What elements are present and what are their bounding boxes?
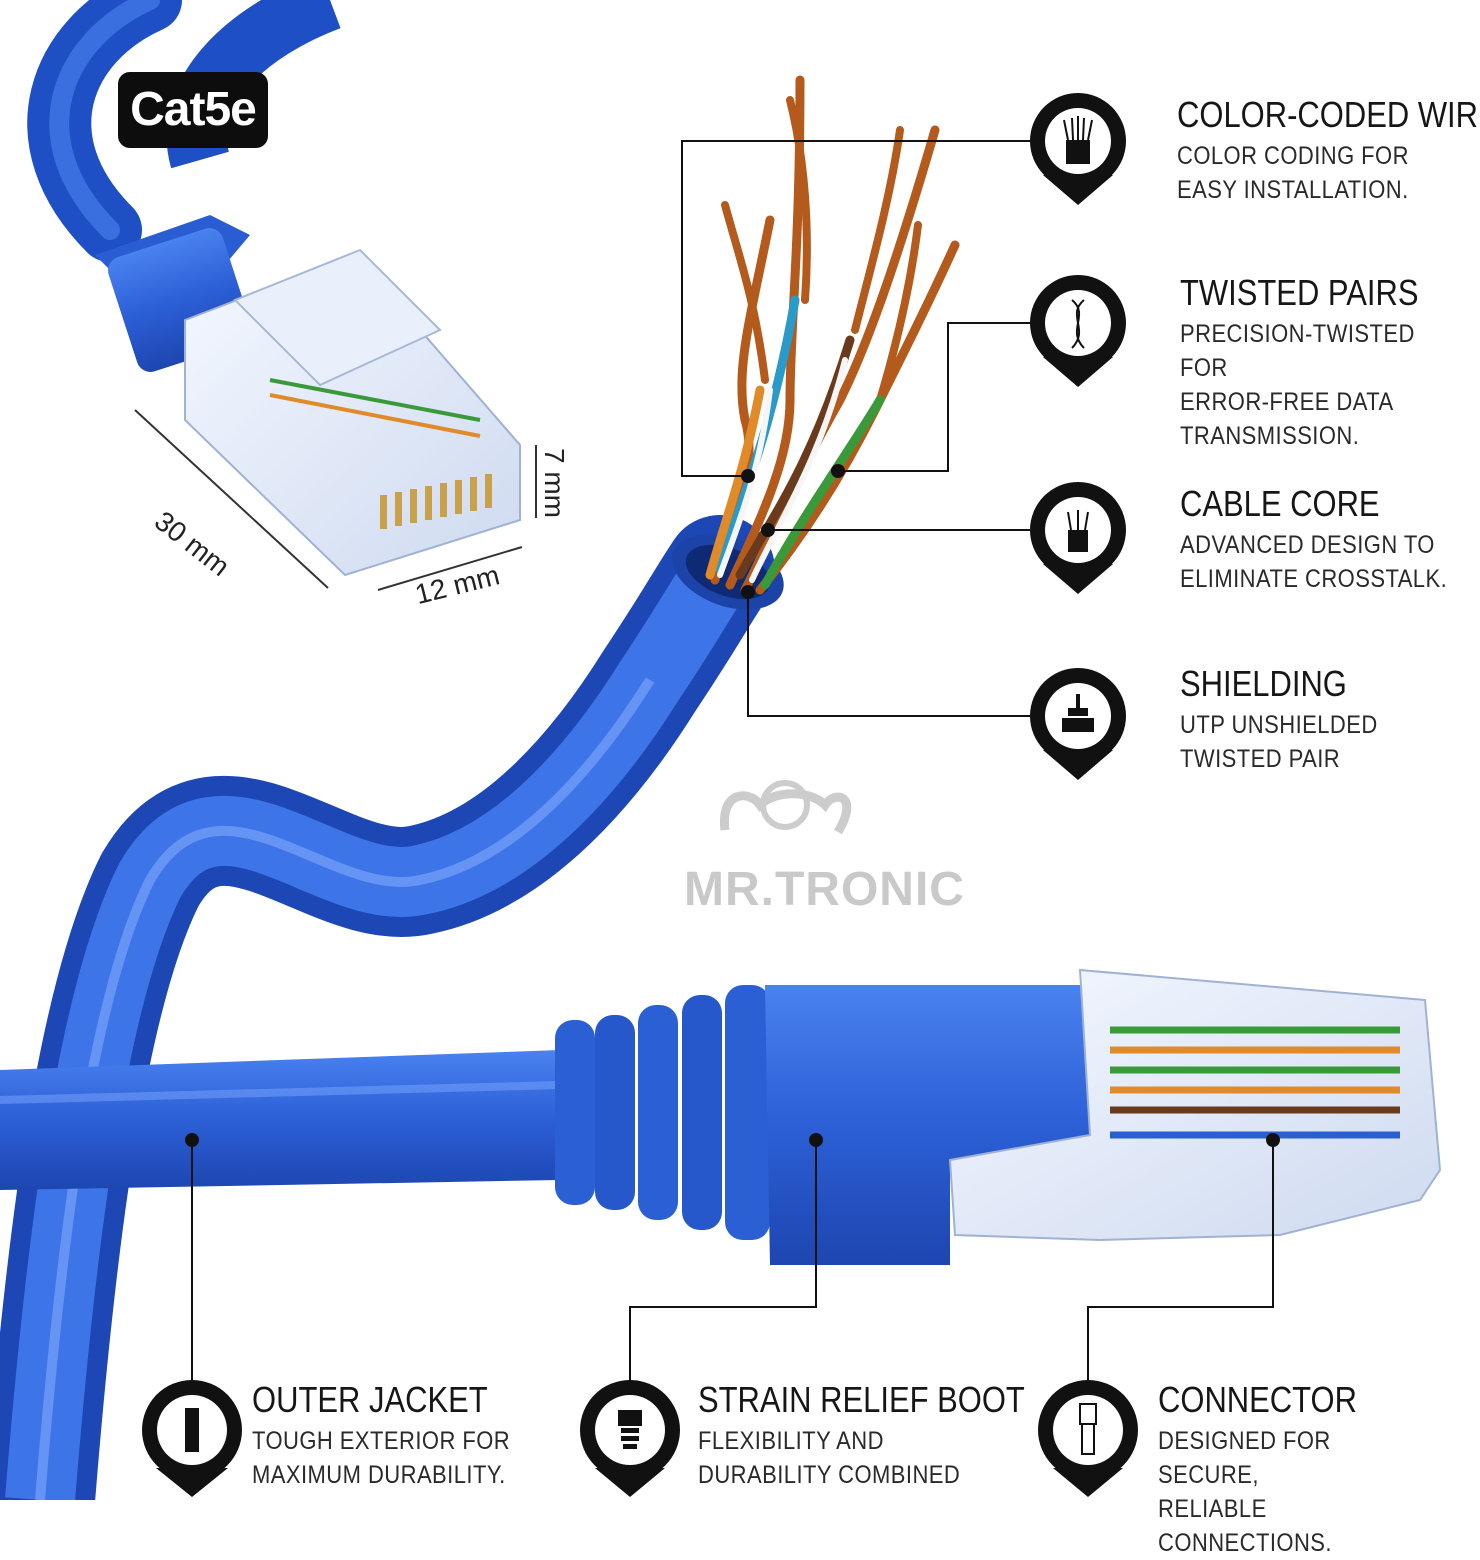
feature-title: CONNECTOR (1158, 1379, 1357, 1420)
feature-description: ADVANCED DESIGN TO ELIMINATE CROSSTALK. (1180, 531, 1448, 593)
feature-title: SHIELDING (1180, 663, 1347, 704)
feature-description: DESIGNED FOR SECURE, RELIABLE CONNECTION… (1158, 1427, 1332, 1557)
feature-title: COLOR-CODED WIRES (1177, 94, 1480, 135)
feature-twisted-pairs: TWISTED PAIRS PRECISION-TWISTED FOR ERRO… (1180, 273, 1480, 453)
shielding-icon (1030, 668, 1126, 780)
product-illustration (0, 0, 1442, 1500)
wires-icon (1030, 93, 1126, 205)
main-cable (0, 515, 784, 1500)
feature-title: OUTER JACKET (252, 1379, 488, 1420)
outer-jacket-icon (142, 1380, 242, 1497)
boot-icon (580, 1380, 680, 1497)
feature-description: FLEXIBILITY AND DURABILITY COMBINED (698, 1427, 961, 1489)
connector-icon (1038, 1380, 1138, 1497)
feature-title: TWISTED PAIRS (1180, 272, 1419, 313)
feature-strain-relief-boot: STRAIN RELIEF BOOT FLEXIBILITY AND DURAB… (698, 1379, 1025, 1492)
twisted-wires (705, 75, 960, 595)
brand-logo-icon (719, 780, 852, 835)
brand-watermark: MR.TRONIC (684, 863, 965, 916)
feature-cable-core: CABLE CORE ADVANCED DESIGN TO ELIMINATE … (1180, 484, 1480, 596)
large-rj45-connector (0, 968, 1442, 1265)
feature-outer-jacket: OUTER JACKET TOUGH EXTERIOR FOR MAXIMUM … (252, 1380, 562, 1492)
feature-description: PRECISION-TWISTED FOR ERROR-FREE DATA TR… (1180, 320, 1415, 450)
twisted-pair-icon (1030, 275, 1126, 387)
feature-connector: CONNECTOR DESIGNED FOR SECURE, RELIABLE … (1158, 1380, 1468, 1560)
cable-core-icon (1030, 482, 1126, 594)
feature-description: TOUGH EXTERIOR FOR MAXIMUM DURABILITY. (252, 1427, 511, 1489)
feature-title: CABLE CORE (1180, 483, 1380, 524)
feature-color-coded-wires: COLOR-CODED WIRES COLOR CODING FOR EASY … (1177, 95, 1480, 207)
feature-description: COLOR CODING FOR EASY INSTALLATION. (1177, 142, 1409, 204)
feature-shielding: SHIELDING UTP UNSHIELDED TWISTED PAIR (1180, 664, 1480, 776)
dimension-lines (134, 409, 537, 591)
small-rj45-connector (95, 215, 521, 577)
callout-dots (185, 464, 1280, 1147)
feature-title: STRAIN RELIEF BOOT (698, 1379, 1025, 1420)
callout-lines (191, 140, 1274, 1385)
dimension-height-label: 7 mm (539, 448, 570, 518)
category-badge: Cat5e (118, 72, 268, 148)
feature-description: UTP UNSHIELDED TWISTED PAIR (1180, 711, 1378, 773)
